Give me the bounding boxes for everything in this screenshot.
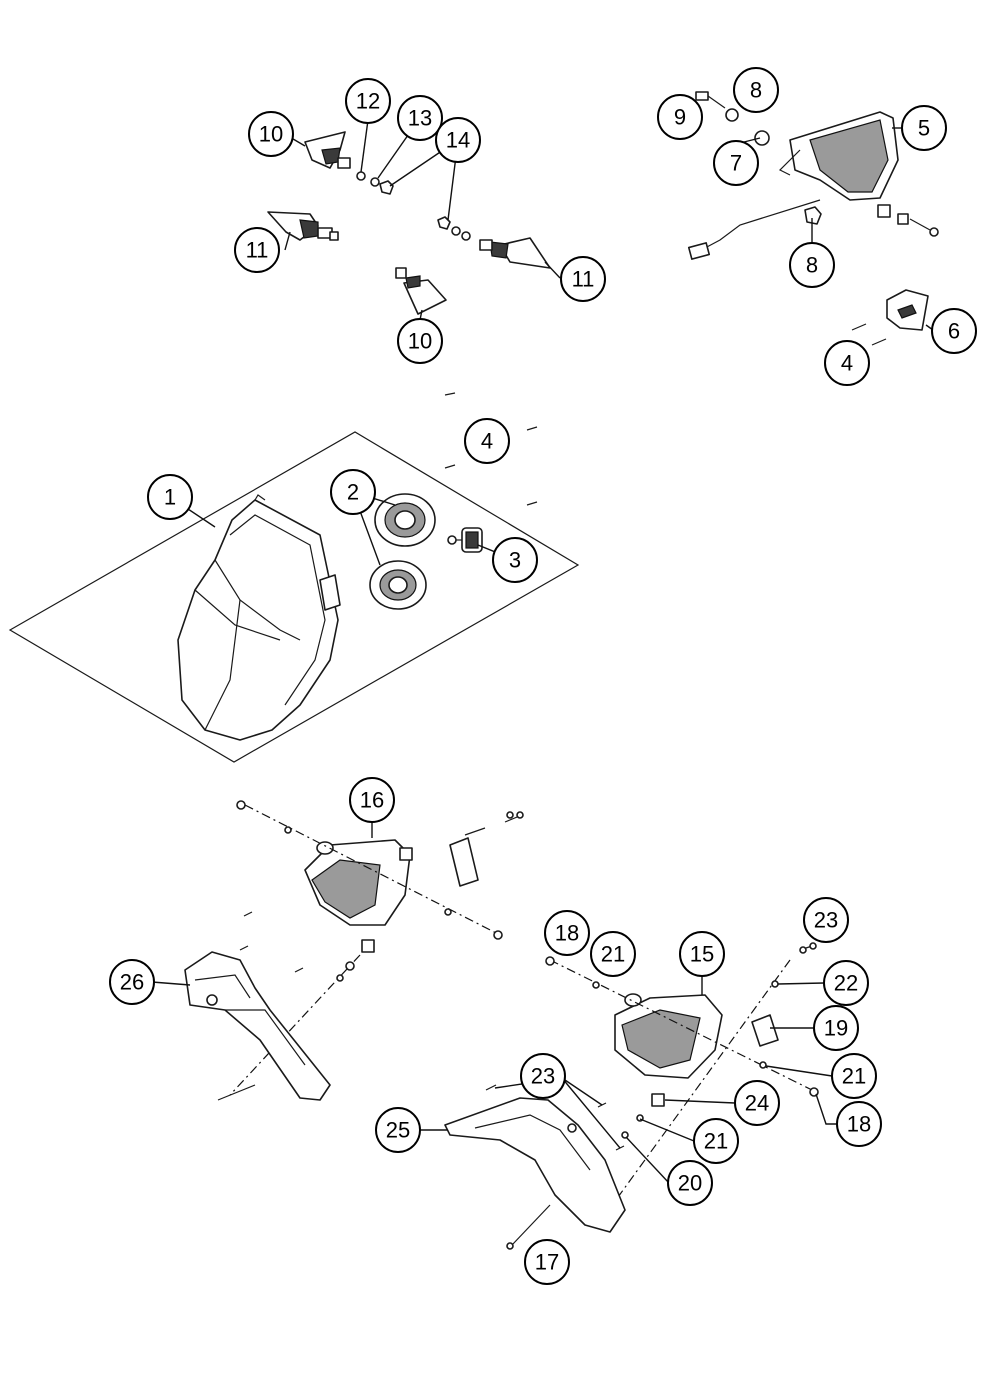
svg-text:22: 22 — [834, 971, 858, 996]
svg-text:16: 16 — [360, 788, 384, 813]
callout-2: 2 — [330, 469, 376, 515]
svg-text:2: 2 — [347, 480, 359, 505]
callout-8: 8 — [733, 67, 779, 113]
aux-bracket-25 — [444, 1097, 626, 1250]
svg-text:18: 18 — [555, 921, 579, 946]
svg-text:8: 8 — [750, 78, 762, 103]
svg-text:18: 18 — [847, 1112, 871, 1137]
turn-signal-front-left — [304, 131, 351, 169]
mount-bracket-6 — [851, 289, 929, 346]
callout-17: 17 — [524, 1239, 570, 1285]
callout-6: 6 — [931, 308, 977, 354]
callout-20: 20 — [667, 1160, 713, 1206]
svg-text:11: 11 — [246, 238, 269, 263]
svg-text:9: 9 — [674, 105, 686, 130]
aux-light-15 — [614, 993, 723, 1079]
callout-25: 25 — [375, 1107, 421, 1153]
aux-bracket-26 — [184, 951, 331, 1101]
callout-1: 1 — [147, 474, 193, 520]
turn-signal-rear-right — [395, 267, 447, 315]
callout-12: 12 — [345, 78, 391, 124]
callout-21: 21 — [693, 1118, 739, 1164]
svg-text:24: 24 — [745, 1091, 769, 1116]
callout-21: 21 — [590, 931, 636, 977]
callout-13: 13 — [397, 95, 443, 141]
svg-text:4: 4 — [481, 429, 493, 454]
callout-8: 8 — [789, 242, 835, 288]
svg-text:7: 7 — [730, 151, 742, 176]
callout-18: 18 — [836, 1101, 882, 1147]
svg-text:10: 10 — [259, 122, 283, 147]
turn-signal-front-right — [479, 237, 551, 269]
aux-light-16 — [304, 839, 413, 926]
svg-text:5: 5 — [918, 116, 930, 141]
svg-text:21: 21 — [704, 1129, 728, 1154]
svg-text:19: 19 — [824, 1016, 848, 1041]
svg-text:17: 17 — [535, 1250, 559, 1275]
callout-4: 4 — [464, 418, 510, 464]
bulb-3 — [447, 527, 483, 553]
callout-4: 4 — [824, 340, 870, 386]
turn-signal-rear-left — [267, 211, 339, 241]
headlight-group-frame — [8, 431, 580, 763]
callout-9: 9 — [657, 94, 703, 140]
svg-text:12: 12 — [356, 89, 380, 114]
callout-7: 7 — [713, 140, 759, 186]
callout-22: 22 — [823, 960, 869, 1006]
callout-5: 5 — [901, 105, 947, 151]
svg-text:8: 8 — [806, 253, 818, 278]
svg-text:6: 6 — [948, 319, 960, 344]
callout-18: 18 — [544, 910, 590, 956]
callout-23: 23 — [520, 1053, 566, 1099]
callout-21: 21 — [831, 1053, 877, 1099]
callout-19: 19 — [813, 1005, 859, 1051]
callout-11: 11 — [560, 256, 606, 302]
callout-15: 15 — [679, 931, 725, 977]
bulb-holder-2 — [369, 493, 436, 610]
svg-text:23: 23 — [814, 908, 838, 933]
svg-text:10: 10 — [408, 329, 432, 354]
svg-text:4: 4 — [841, 351, 853, 376]
callout-23: 23 — [803, 897, 849, 943]
tail-light-hardware — [695, 91, 939, 237]
callout-16: 16 — [349, 777, 395, 823]
callout-24: 24 — [734, 1080, 780, 1126]
svg-text:15: 15 — [690, 942, 714, 967]
svg-text:14: 14 — [446, 128, 470, 153]
callout-10: 10 — [397, 318, 443, 364]
callout-26: 26 — [109, 959, 155, 1005]
svg-text:26: 26 — [120, 970, 144, 995]
signal-washers-nuts — [356, 171, 471, 241]
svg-text:11: 11 — [572, 267, 595, 292]
tail-light-assembly — [687, 111, 899, 260]
svg-text:3: 3 — [509, 548, 521, 573]
callout-14: 14 — [435, 117, 481, 163]
callout-10: 10 — [248, 111, 294, 157]
svg-text:21: 21 — [842, 1064, 866, 1089]
svg-text:1: 1 — [164, 485, 176, 510]
svg-text:13: 13 — [408, 106, 432, 131]
svg-text:23: 23 — [531, 1064, 555, 1089]
svg-text:25: 25 — [386, 1118, 410, 1143]
callout-3: 3 — [492, 537, 538, 583]
callout-11: 11 — [234, 227, 280, 273]
headlight-housing — [177, 494, 341, 741]
svg-text:20: 20 — [678, 1171, 702, 1196]
svg-text:21: 21 — [601, 942, 625, 967]
aux-bracket-16-hardware — [229, 800, 524, 1096]
screws-4 — [444, 392, 538, 506]
